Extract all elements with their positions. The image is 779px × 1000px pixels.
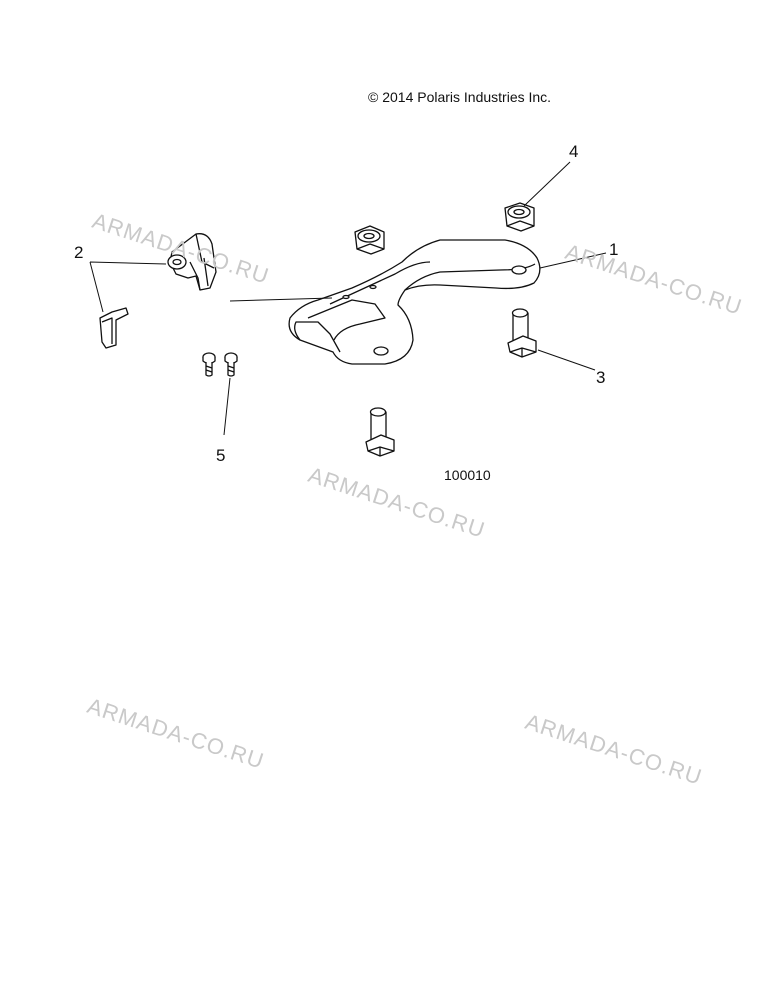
leader-line-latch: [229, 297, 333, 302]
callout-3: 3: [596, 368, 606, 387]
bolt-part: [507, 308, 537, 358]
callout-4: 4: [569, 142, 579, 161]
bracket-part: [288, 239, 541, 365]
key-part: [99, 307, 129, 349]
bolt-part: [365, 407, 395, 457]
leader-line-5: [223, 377, 231, 436]
nut-part: [354, 225, 385, 255]
screw-part: [224, 352, 238, 377]
latch-part: [167, 233, 217, 291]
leader-line-4: [523, 161, 571, 207]
nut-part: [504, 202, 535, 232]
callout-2: 2: [74, 243, 84, 262]
leader-line-3: [537, 349, 596, 371]
figure-id: 100010: [444, 467, 491, 483]
screw-part: [202, 352, 216, 377]
copyright-text: © 2014 Polaris Industries Inc.: [368, 89, 552, 105]
leader-lines: [89, 161, 607, 436]
leader-line-1: [539, 252, 607, 269]
callout-5: 5: [216, 446, 226, 465]
leader-line-2: [89, 261, 167, 313]
callout-1: 1: [609, 240, 619, 259]
